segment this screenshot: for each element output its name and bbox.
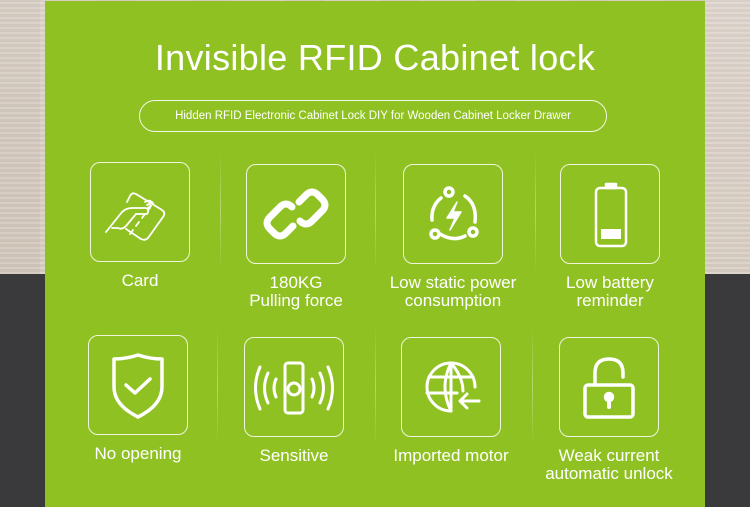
icon-box: [244, 337, 344, 437]
page-title: Invisible RFID Cabinet lock: [154, 37, 596, 78]
feature-auto-unlock: Weak current automatic unlock: [534, 337, 684, 483]
icon-box: [560, 164, 660, 264]
feature-no-opening: No opening: [63, 335, 213, 463]
chain-link-icon: [263, 188, 329, 240]
divider: [220, 151, 221, 271]
feature-label-line2: automatic unlock: [545, 464, 673, 483]
feature-imported-motor: Imported motor: [376, 337, 526, 465]
feature-low-power: Low static power consumption: [378, 164, 528, 310]
feature-label-line1: Card: [121, 271, 159, 290]
icon-box: [403, 164, 503, 264]
low-battery-icon: [594, 182, 628, 248]
feature-label-line2: consumption: [404, 291, 502, 310]
feature-pulling-force: 180KG Pulling force: [221, 164, 371, 310]
feature-card: Card: [65, 162, 215, 290]
feature-label-line1: Imported motor: [393, 446, 509, 465]
feature-label-line1: Sensitive: [259, 446, 329, 465]
subtitle-pill: Hidden RFID Electronic Cabinet Lock DIY …: [139, 100, 607, 132]
card-icon: [105, 192, 166, 241]
feature-label-line1: Low static power: [389, 273, 517, 292]
divider: [375, 326, 376, 446]
divider: [375, 151, 376, 271]
signal-sensor-icon: [254, 361, 334, 415]
feature-low-battery: Low battery reminder: [535, 164, 685, 310]
icon-box: [90, 162, 190, 262]
feature-label-line1: 180KG: [269, 273, 323, 292]
globe-import-icon: [425, 361, 481, 413]
icon-box: [88, 335, 188, 435]
feature-label-line1: No opening: [94, 444, 182, 463]
divider: [532, 326, 533, 446]
feature-sensitive: Sensitive: [219, 337, 369, 465]
divider: [217, 326, 218, 446]
divider: [535, 151, 536, 271]
feature-label-line1: Weak current: [558, 446, 660, 465]
icon-box: [559, 337, 659, 437]
icon-box: [246, 164, 346, 264]
power-cycle-icon: [429, 186, 479, 241]
feature-label-line2: reminder: [576, 291, 644, 310]
shield-check-icon: [112, 353, 164, 419]
feature-label-line2: Pulling force: [249, 291, 343, 310]
subtitle-text: Hidden RFID Electronic Cabinet Lock DIY …: [175, 110, 571, 122]
unlock-icon: [583, 357, 635, 419]
icon-box: [401, 337, 501, 437]
feature-panel: Invisible RFID Cabinet lock Hidden RFID …: [45, 1, 705, 507]
feature-label-line1: Low battery: [566, 273, 654, 292]
